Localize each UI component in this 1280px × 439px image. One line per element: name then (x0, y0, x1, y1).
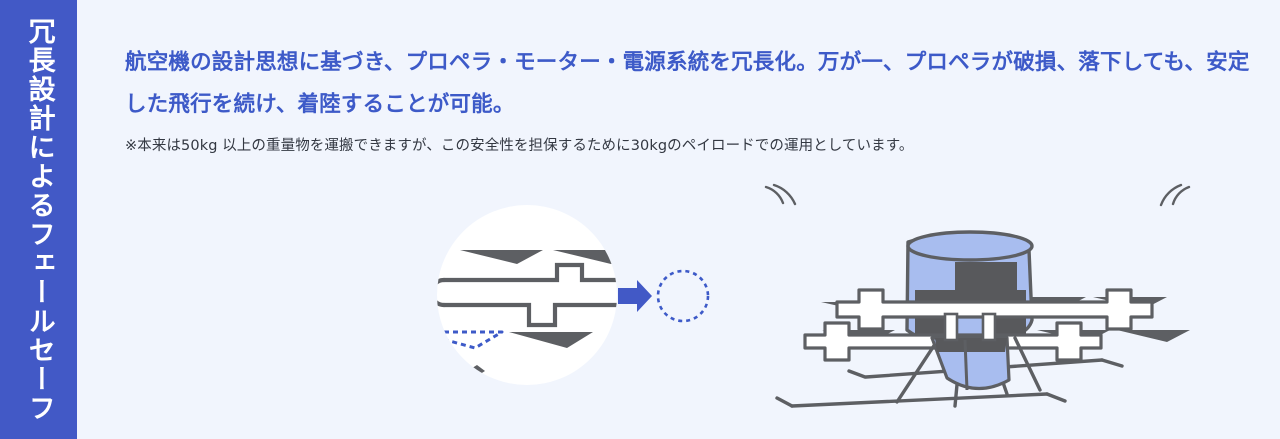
detail-zoom-circle (437, 205, 617, 385)
landing-skid-front (790, 392, 1049, 408)
illustration-area (77, 180, 1280, 410)
drone-payload-seam (963, 339, 969, 391)
drone-arm-end-cap (437, 277, 447, 308)
drone-failsafe-illustration (437, 183, 1191, 408)
landing-leg-front-left (895, 336, 941, 404)
motion-arc-left-1 (764, 185, 785, 205)
broken-propeller-marker (656, 269, 710, 323)
payload-strut-right (981, 312, 997, 342)
page-heading: 航空機の設計思想に基づき、プロペラ・モーター・電源系統を冗長化。万が一、プロペラ… (125, 50, 1250, 117)
falling-propeller-blade (437, 365, 485, 385)
main-drone (764, 183, 1191, 408)
sidebar: 冗長設計によるフェールセーフ (0, 0, 77, 439)
motion-arc-left-2 (772, 183, 797, 206)
callout-left-arrow (618, 280, 652, 312)
landing-skid-rear-tip (847, 369, 867, 379)
motion-arc-right-2 (1159, 183, 1183, 207)
drone-blade-front-right-b (1117, 330, 1190, 342)
landing-skid-front-tip (775, 396, 794, 408)
landing-skid-rear-tip2 (1100, 358, 1124, 368)
drone-arm-top-edge (441, 262, 617, 283)
drone-motor-arm-bar-rear (835, 288, 1154, 331)
landing-skid-front-tip2 (1045, 392, 1067, 403)
drone-payload-top-band (935, 338, 1007, 352)
propeller-blade-upper-left (460, 250, 543, 264)
drone-arm-bottom-edge (441, 302, 617, 328)
main-content: 航空機の設計思想に基づき、プロペラ・モーター・電源系統を冗長化。万が一、プロペラ… (77, 0, 1280, 439)
payload-note: ※本来は50kg 以上の重量物を運搬できますが、この安全性を担保するために30k… (125, 138, 914, 154)
propeller-blade-lower-right (509, 332, 593, 348)
sidebar-title: 冗長設計によるフェールセーフ (23, 16, 55, 423)
drone-body-top-rim (906, 230, 1034, 262)
motion-arc-right-1 (1171, 185, 1191, 206)
payload-strut-left (943, 312, 959, 342)
motion-arc-small-2 (446, 353, 454, 378)
motion-arc-small-1 (438, 355, 445, 377)
